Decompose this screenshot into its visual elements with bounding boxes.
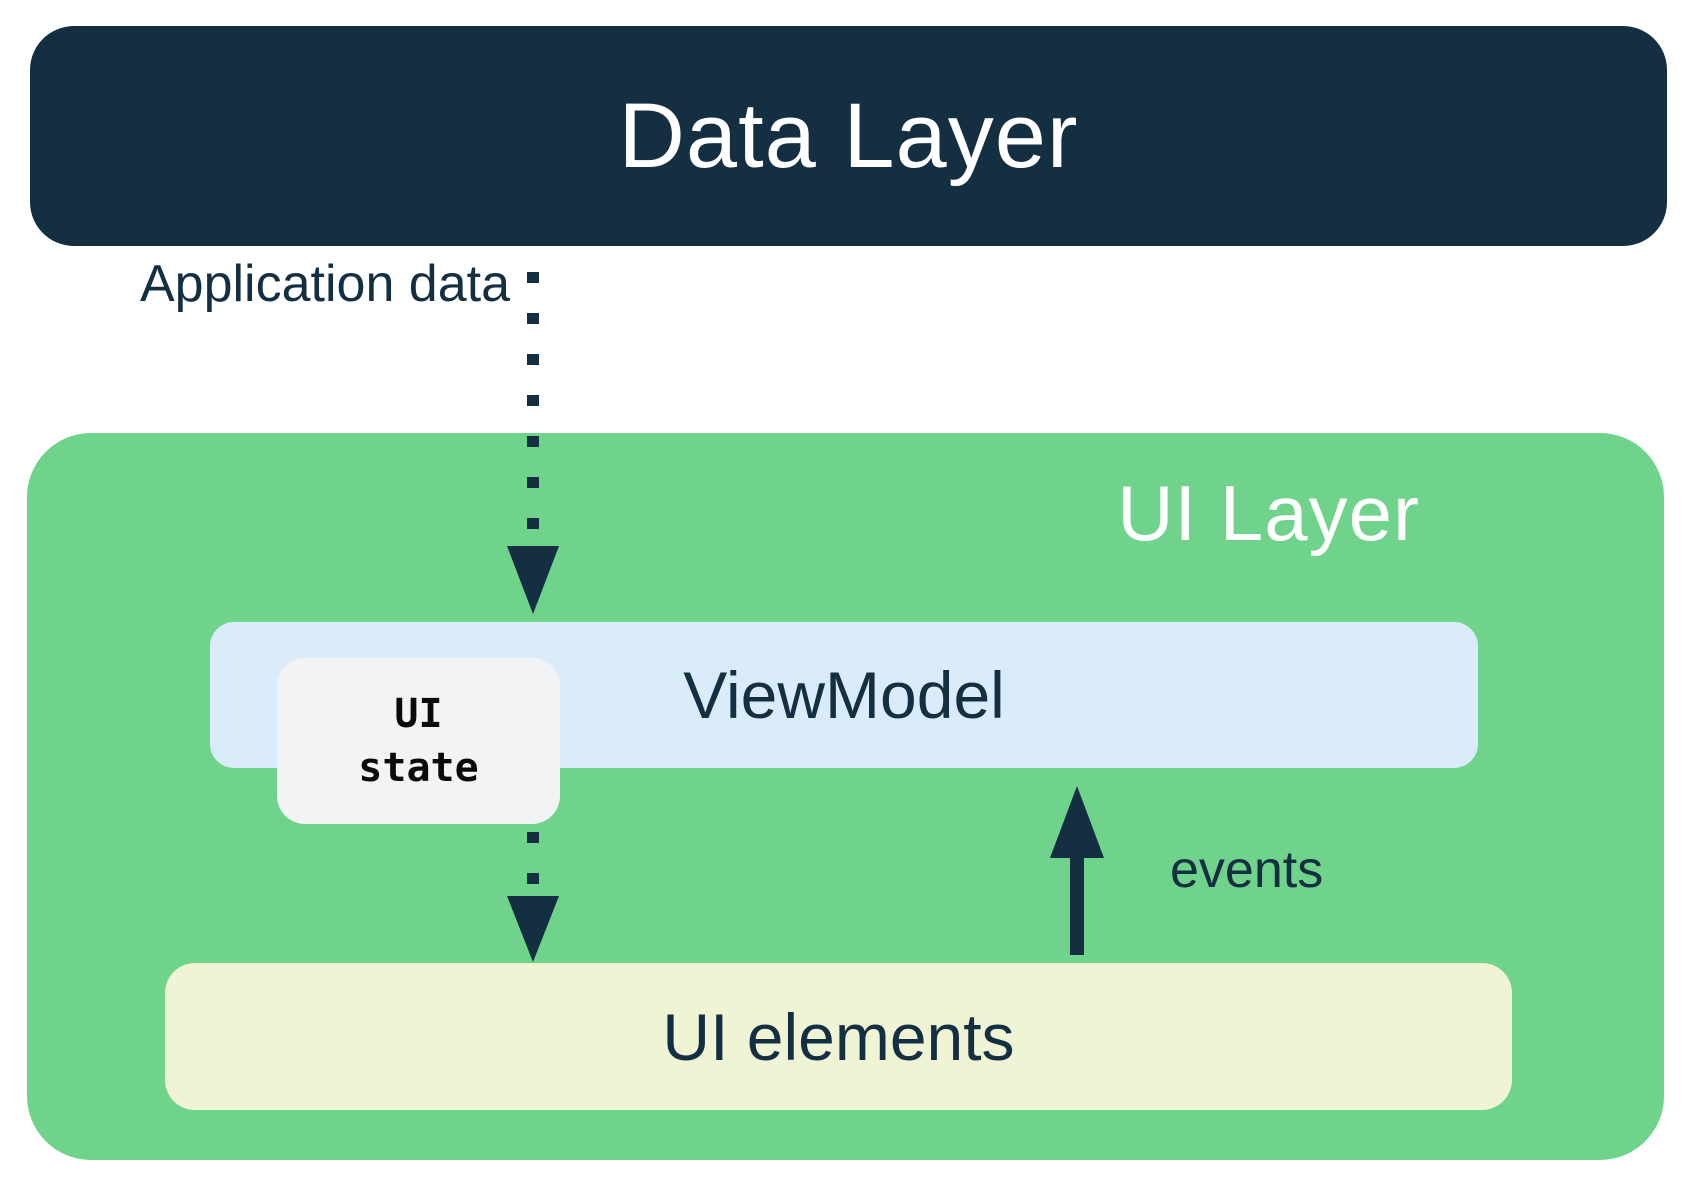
ui-state-node: UI state <box>277 658 560 824</box>
data-layer-label: Data Layer <box>618 84 1079 187</box>
events-edge-label: events <box>1170 841 1324 899</box>
ui-elements-label: UI elements <box>662 999 1015 1074</box>
ui-elements-node: UI elements <box>165 963 1512 1110</box>
data-layer-node: Data Layer <box>30 26 1667 246</box>
ui-state-label: UI state <box>358 691 479 791</box>
ui-layer-label: UI Layer <box>1117 469 1420 557</box>
viewmodel-label: ViewModel <box>683 658 1005 732</box>
application-data-edge-label: Application data <box>139 255 511 313</box>
